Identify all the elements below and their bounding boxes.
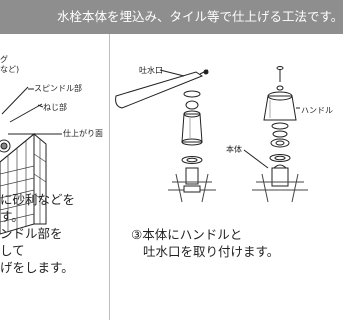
label-spout: 吐水口 xyxy=(139,66,163,75)
left-text-line-4: して xyxy=(0,243,25,258)
column-divider xyxy=(109,34,110,320)
right-text-line-1: ③本体にハンドルと xyxy=(131,227,243,242)
left-text-line-5: げをします。 xyxy=(0,260,74,275)
label-handle: ハンドル xyxy=(301,106,333,115)
right-text-line-2: 吐水口を取り付けます。 xyxy=(143,244,280,259)
left-text-line-1: に砂利などを xyxy=(0,192,76,207)
label-top1: グ xyxy=(0,55,8,64)
left-text-line-3: ンドル部を xyxy=(0,226,63,241)
label-thread: ねじ部 xyxy=(43,103,67,112)
label-top2: など) xyxy=(0,65,20,74)
faucet-assembly-illustration xyxy=(115,66,308,203)
header-title: 水栓本体を埋込み、タイル等で仕上げる工法です。 xyxy=(57,9,343,24)
label-spindle: スピンドル部 xyxy=(34,84,82,93)
label-finish: 仕上がり面 xyxy=(63,129,103,138)
header-bar: 水栓本体を埋込み、タイル等で仕上げる工法です。 xyxy=(0,0,343,34)
left-text-line-2: す。 xyxy=(0,209,24,224)
wall-section-illustration xyxy=(0,86,62,235)
label-body: 本体 xyxy=(226,145,242,154)
